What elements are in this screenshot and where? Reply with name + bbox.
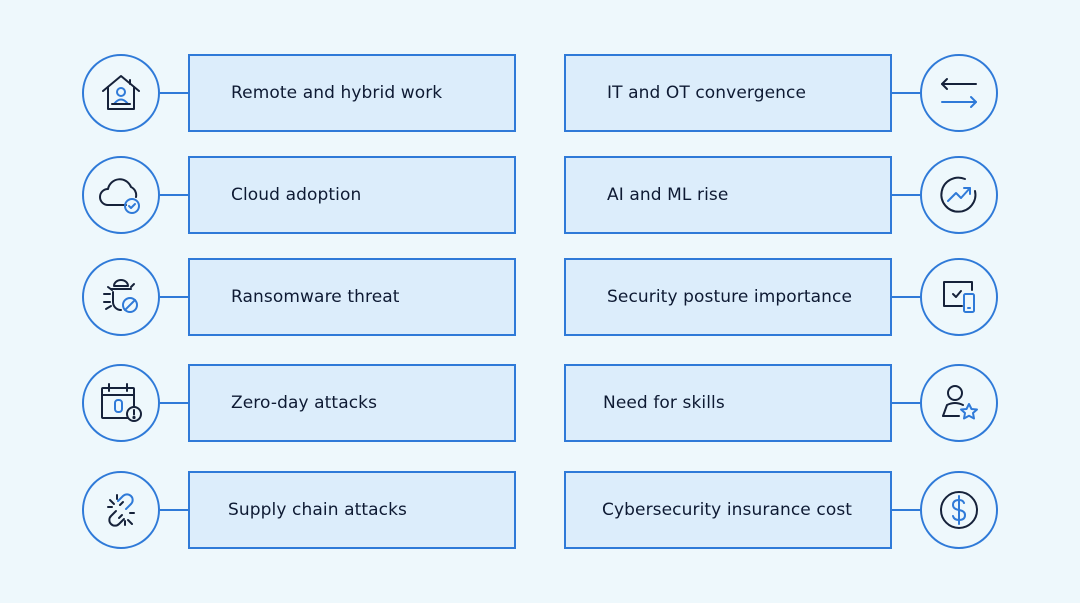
connector-line — [892, 296, 920, 298]
item-box: Supply chain attacks — [188, 471, 516, 549]
item-label: Cloud adoption — [231, 185, 362, 205]
connector-line — [160, 402, 188, 404]
item-label: Ransomware threat — [231, 287, 400, 307]
connector-line — [892, 402, 920, 404]
connector-line — [160, 194, 188, 196]
item-label: AI and ML rise — [607, 185, 729, 205]
item-label: Need for skills — [603, 393, 725, 413]
connector-line — [892, 92, 920, 94]
item-box: Cloud adoption — [188, 156, 516, 234]
connector-line — [160, 92, 188, 94]
user-star-icon — [920, 364, 998, 442]
item-box: Security posture importance — [564, 258, 892, 336]
bug-blocked-icon — [82, 258, 160, 336]
home-user-icon — [82, 54, 160, 132]
trend-up-icon — [920, 156, 998, 234]
item-label: Remote and hybrid work — [231, 83, 443, 103]
dollar-coin-icon — [920, 471, 998, 549]
item-label: Cybersecurity insurance cost — [602, 500, 853, 520]
item-box: IT and OT convergence — [564, 54, 892, 132]
item-box: Cybersecurity insurance cost — [564, 471, 892, 549]
item-box: Zero-day attacks — [188, 364, 516, 442]
item-box: Need for skills — [564, 364, 892, 442]
exchange-arrows-icon — [920, 54, 998, 132]
item-label: Zero-day attacks — [231, 393, 378, 413]
item-label: Supply chain attacks — [228, 500, 407, 520]
connector-line — [892, 509, 920, 511]
item-box: AI and ML rise — [564, 156, 892, 234]
laptop-mobile-check-icon — [920, 258, 998, 336]
broken-link-icon — [82, 471, 160, 549]
calendar-zero-alert-icon — [82, 364, 160, 442]
item-label: Security posture importance — [607, 287, 853, 307]
connector-line — [160, 509, 188, 511]
item-box: Remote and hybrid work — [188, 54, 516, 132]
connector-line — [160, 296, 188, 298]
item-label: IT and OT convergence — [607, 83, 807, 103]
cloud-check-icon — [82, 156, 160, 234]
item-box: Ransomware threat — [188, 258, 516, 336]
connector-line — [892, 194, 920, 196]
